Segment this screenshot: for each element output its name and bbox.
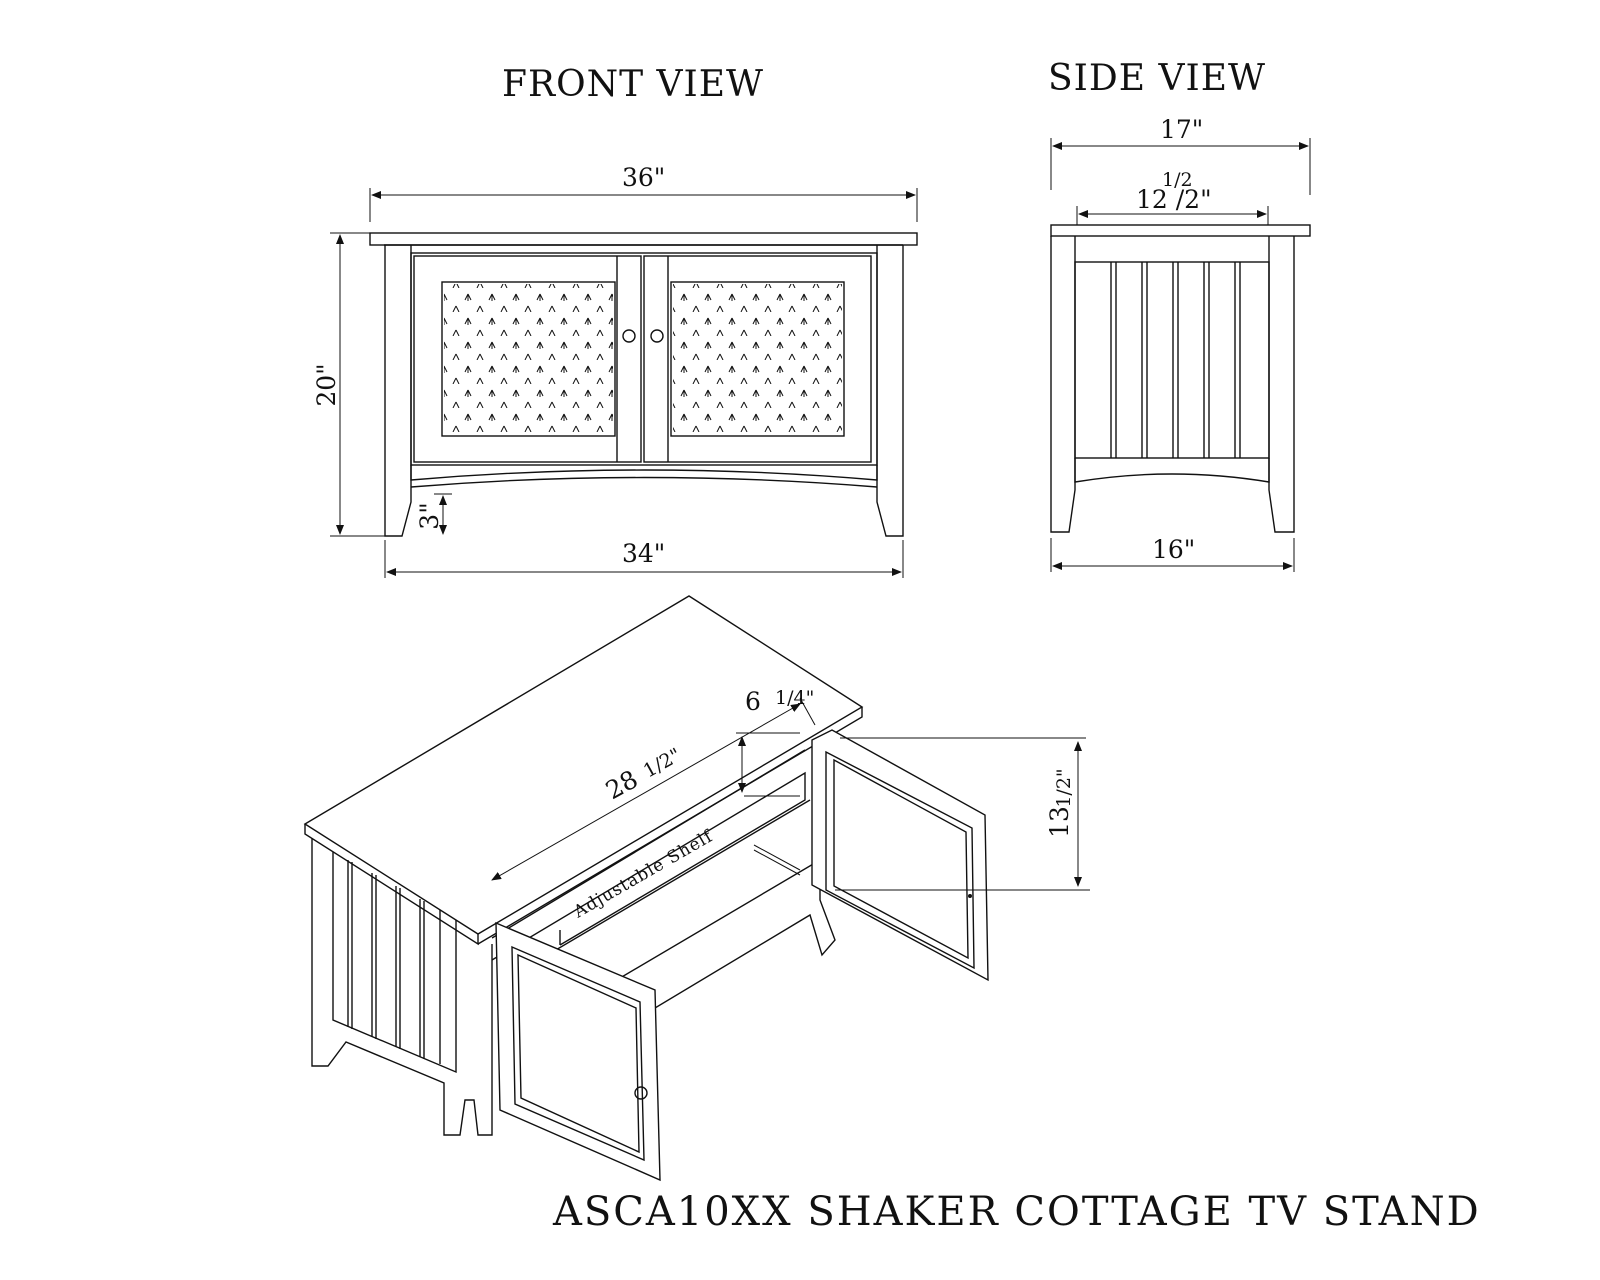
side-view-title: SIDE VIEW — [1048, 58, 1266, 99]
iso-right-door — [811, 729, 989, 982]
front-leg-dim-label: 3" — [415, 502, 444, 529]
iso-spacing-dimension: 6 1/4" — [736, 687, 816, 797]
iso-opening-dimension: 13 1/2" — [835, 737, 1090, 891]
isometric-view: 28 1/2" Adjustable Shelf 6 1/4" 13 1/2" — [303, 595, 1090, 1182]
front-height-dimension: 20" — [312, 232, 386, 537]
iso-opening-dim-whole: 13 — [1045, 806, 1074, 838]
side-view: SIDE VIEW 17" 1/2 12 /2" — [1048, 58, 1311, 572]
front-top-dimension: 36" — [369, 163, 918, 222]
product-title: ASCA10XX SHAKER COTTAGE TV STAND — [552, 1189, 1481, 1235]
front-view-title: FRONT VIEW — [502, 64, 764, 105]
side-bottom-dimension: 16" — [1050, 535, 1295, 572]
side-cabinet-drawing — [1050, 224, 1311, 533]
front-view: FRONT VIEW 36" 20" — [312, 64, 918, 578]
front-bottom-dimension: 34" — [384, 539, 904, 578]
side-bottom-dim-label: 16" — [1152, 535, 1195, 564]
side-top-dim-label: 17" — [1160, 115, 1203, 144]
side-inner-dim-frac: 1/2 — [1162, 169, 1193, 191]
front-cabinet-drawing — [369, 232, 918, 537]
side-inner-dimension: 1/2 12 /2" — [1076, 169, 1269, 230]
front-top-dim-label: 36" — [622, 163, 665, 192]
iso-left-door — [495, 921, 661, 1182]
iso-opening-dim-frac: 1/2" — [1053, 768, 1075, 807]
iso-left-panel — [311, 838, 493, 1136]
front-bottom-dim-label: 34" — [622, 539, 665, 568]
side-inner-dim-label: 12 /2" — [1136, 185, 1212, 214]
iso-spacing-dim-whole: 6 — [745, 687, 761, 716]
front-leg-dimension: 3" — [415, 493, 452, 535]
side-slats — [1110, 262, 1241, 458]
front-height-dim-label: 20" — [312, 363, 341, 406]
side-top-dimension: 17" — [1050, 115, 1311, 195]
iso-spacing-dim-frac: 1/4" — [775, 687, 814, 709]
